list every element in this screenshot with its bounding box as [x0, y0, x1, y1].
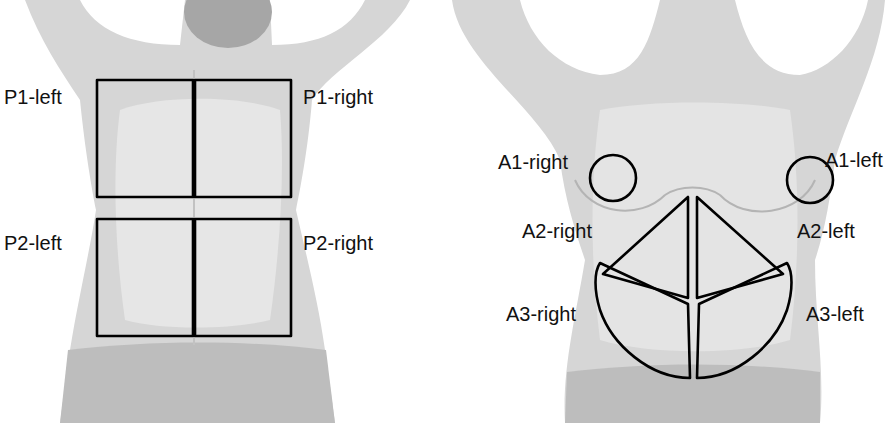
roi-region-outline: [697, 263, 793, 378]
head-hair: [184, 0, 272, 48]
roi-rectangle-outline: [195, 80, 291, 197]
roi-rectangle-outline: [97, 80, 193, 197]
front-highlight: [593, 103, 798, 352]
roi-rectangle-outline: [97, 219, 193, 336]
roi-rectangle: P1-right: [195, 80, 291, 197]
roi-triangle-outline: [697, 197, 783, 298]
outline-path: [97, 219, 193, 336]
roi-rectangle: P1-left: [97, 80, 193, 197]
roi-region: A3-right: [594, 263, 690, 378]
back-trousers: [60, 343, 335, 423]
region-label: P1-left: [4, 86, 62, 108]
outline-path: [97, 80, 193, 197]
region-label: P2-right: [303, 232, 373, 254]
roi-circle: A1-left: [787, 157, 833, 203]
region-label: A2-right: [522, 220, 592, 242]
roi-circle-outline: [590, 155, 636, 201]
back-highlight: [115, 99, 282, 328]
roi-circle: A1-right: [590, 155, 636, 201]
roi-rectangle: P2-right: [195, 219, 291, 336]
outline-path: [697, 197, 783, 298]
region-label: P1-right: [303, 86, 373, 108]
roi-rectangle-outline: [195, 219, 291, 336]
outline-path: [195, 80, 291, 197]
roi-triangle: A2-left: [697, 197, 783, 298]
outline-path: [596, 263, 691, 378]
front-trousers: [565, 365, 820, 423]
outline-path: [195, 219, 291, 336]
region-label: A3-right: [506, 303, 576, 325]
roi-region: A3-left: [697, 263, 793, 378]
outline-path: [590, 155, 636, 201]
roi-rectangle: P2-left: [97, 219, 193, 336]
region-label: A3-left: [806, 303, 864, 325]
roi-region-outline: [594, 263, 690, 378]
outline-path: [697, 263, 792, 378]
breast-contour: [575, 180, 815, 211]
region-label: A1-right: [498, 151, 568, 173]
region-label: P2-left: [4, 232, 62, 254]
region-label: A1-left: [825, 149, 883, 171]
back-torso-silhouette: [25, 0, 410, 423]
front-torso-silhouette: [452, 0, 885, 423]
region-label: A2-left: [797, 220, 855, 242]
